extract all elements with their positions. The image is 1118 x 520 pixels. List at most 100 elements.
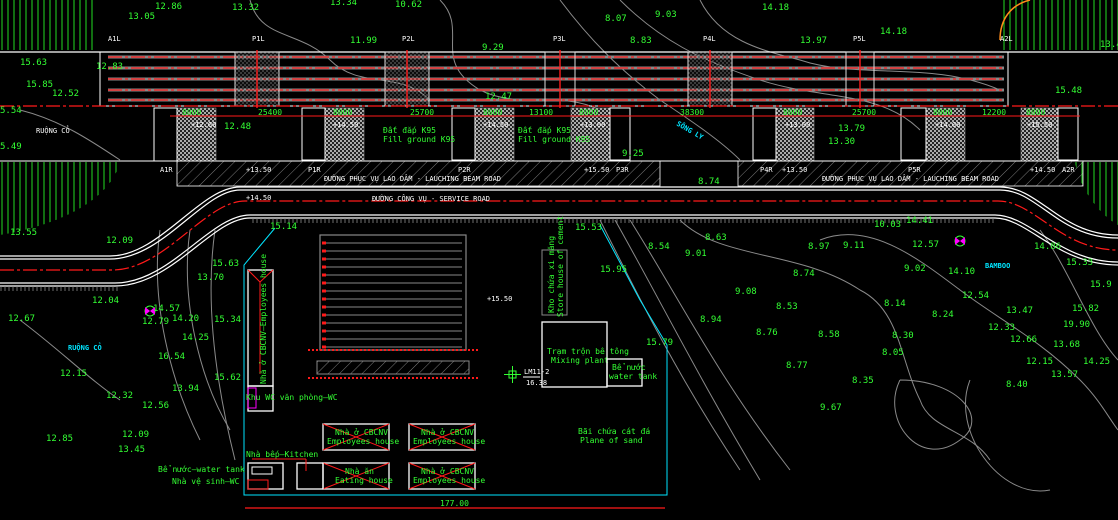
elevation-label: 12.54 [962, 291, 989, 301]
elevation-label: 8.30 [892, 331, 914, 341]
elevation-label: 12.04 [92, 296, 119, 306]
road-level: +15.50 [584, 166, 609, 174]
pier-label: P3R [616, 166, 629, 174]
elevation-label: 9.25 [622, 149, 644, 159]
elevation-label: 10.62 [395, 0, 422, 10]
pier-label: P1R [308, 166, 321, 174]
elevation-label: 9.29 [482, 43, 504, 53]
road-level: +14.50 [246, 194, 271, 202]
elevation-label: 13.34 [330, 0, 357, 8]
construction-site: 177.00 +15.50 Nhà ở CBCNV–Employees hous… [158, 216, 668, 509]
elevation-label: 12.15 [60, 369, 87, 379]
elevation-label: 12.15 [1026, 357, 1053, 367]
bridge-plan-left: A1L P1L P2L P3L P4L P5L A2L [0, 35, 1118, 108]
elevation-label: 14.57 [153, 304, 180, 314]
road-label: ĐƯỜNG PHỤC VỤ LAO DẦM - LAUCHING BEAM RO… [822, 174, 999, 183]
elevation-label: 15.63 [212, 259, 239, 269]
service-road: ĐƯỜNG CÔNG VỤ - SERVICE ROAD BAMBOO RUỘN… [0, 186, 1118, 352]
block-width: 8000 [1026, 108, 1045, 117]
sand-yard-label: Bãi chứa cát đá [578, 427, 650, 436]
survey-point-label: LM11-2 [524, 368, 549, 376]
elevation-label: 8.40 [1006, 380, 1028, 390]
survey-point-icon [504, 366, 521, 383]
elevation-label: 14.41 [906, 216, 933, 226]
block-level: +13.00 [785, 121, 810, 129]
elevation-label: 8.58 [818, 330, 840, 340]
block-width: 8000 [182, 108, 201, 117]
wc-label: Nhà vệ sinh–WC [172, 477, 240, 486]
elevation-label: 8.83 [630, 36, 652, 46]
fill-ground-label: Fill ground K95 [383, 135, 455, 144]
elevation-label: 12.52 [52, 89, 79, 99]
elevation-label: 8.24 [932, 310, 954, 320]
fill-ground-label: Fill ground K95 [518, 135, 590, 144]
block-widths: 8000 8000 8000 8000 8000 8000 8000 [182, 108, 1045, 117]
block-level: +12.60 [191, 121, 216, 129]
elevation-label: 15.34 [214, 315, 241, 325]
span-dimension: 25700 [410, 108, 434, 117]
elevation-label: 13.97 [800, 36, 827, 46]
employees-house-label: Nhà ở CBCNV–Employees house [258, 254, 268, 384]
elevation-label: 12.67 [8, 314, 35, 324]
office-wc-label: Khu WC văn phòng–WC [246, 392, 338, 402]
rice-field-label: RUỘNG CỎ [68, 342, 102, 352]
elevation-label: 5.49 [0, 142, 22, 152]
elevation-label: 8.97 [808, 242, 830, 252]
elevation-label: 9.03 [655, 10, 677, 20]
abutment-label: A2R [1062, 166, 1075, 174]
elevation-label: 12.48 [224, 122, 251, 132]
elevation-label: 15.9 [1090, 280, 1112, 290]
elevation-label: 15.95 [600, 265, 627, 275]
service-road-label: ĐƯỜNG CÔNG VỤ - SERVICE ROAD [372, 194, 490, 203]
site-level: +15.50 [487, 295, 512, 303]
abutment-label: A1R [160, 166, 173, 174]
elevation-label: 15.79 [646, 338, 673, 348]
elevation-label: 13.70 [197, 273, 224, 283]
water-tank-label: Bể nước [612, 362, 646, 372]
elevation-label: 12.47 [485, 92, 512, 102]
elevation-label: 14.25 [1083, 357, 1110, 367]
road-level: +14.50 [1030, 166, 1055, 174]
elevation-label: 5.54 [0, 106, 22, 116]
elevation-label: 12.85 [46, 434, 73, 444]
elevation-label: 8.35 [852, 376, 874, 386]
elevation-label: 8.63 [705, 233, 727, 243]
block-level: +14.50 [483, 121, 508, 129]
mixing-plant-label: Mixing plant [551, 356, 609, 365]
elevation-label: 8.14 [884, 299, 906, 309]
elevation-label: 8.76 [756, 328, 778, 338]
block-level: +14.50 [333, 121, 358, 129]
road-level: +13.50 [782, 166, 807, 174]
elevation-label: 14.10 [948, 267, 975, 277]
elevation-label: 15.53 [575, 223, 602, 233]
elevation-label: 14.20 [172, 314, 199, 324]
span-dimension: 38300 [680, 108, 704, 117]
pier-label: P1L [252, 35, 265, 43]
pier-label: P2L [402, 35, 415, 43]
pier-label: P2R [458, 166, 471, 174]
elevation-label: 15.63 [20, 58, 47, 68]
house-label: Nhà ở CBCNV [421, 427, 474, 437]
house-label: Employees house [327, 437, 399, 446]
bamboo-label: BAMBOO [985, 262, 1010, 270]
elevation-label: 8.94 [700, 315, 722, 325]
elevation-label: 8.74 [698, 177, 720, 187]
elevation-label: 13.45 [118, 445, 145, 455]
markers [144, 235, 966, 317]
sand-yard-label: Plane of sand [580, 436, 643, 445]
house-label: Eating house [335, 476, 393, 485]
survey-level: 16.38 [526, 379, 547, 387]
block-level: +13.00 [580, 121, 605, 129]
block-width: 8000 [933, 108, 952, 117]
elevation-label: 16.54 [158, 352, 185, 362]
elevation-label: 15.82 [1072, 304, 1099, 314]
elevation-label: 8.54 [648, 242, 670, 252]
elevation-label: 9.01 [685, 249, 707, 259]
elevation-label: 13.46 [1100, 40, 1118, 50]
elevation-label: 10.03 [874, 220, 901, 230]
span-dimension: 13100 [529, 108, 553, 117]
span-dimension: 12200 [982, 108, 1006, 117]
